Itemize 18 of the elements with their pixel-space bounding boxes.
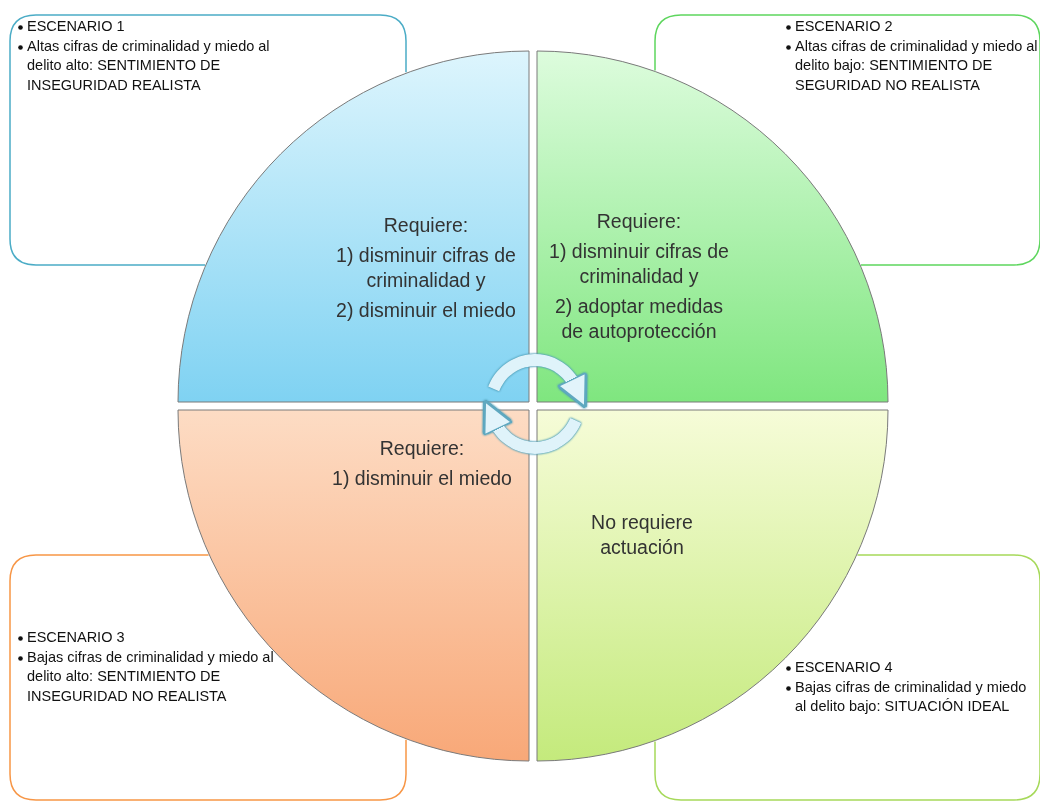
- requirement-text: Requiere:: [382, 213, 470, 238]
- scenario-text: ESCENARIO 2: [795, 18, 893, 34]
- requirement-text: Requiere:: [595, 209, 683, 234]
- requirement-text: 1) disminuir cifras de criminalidad y: [336, 243, 516, 293]
- scenario-text: Altas cifras de criminalidad y miedo al delito bajo: SENTIMIENTO DE SEGURIDAD NO REALISTA: [795, 37, 1038, 93]
- scenario-text: ESCENARIO 3: [27, 629, 125, 645]
- scenario-text: ESCENARIO 4: [795, 659, 893, 675]
- requirement-text: 1) disminuir el miedo: [332, 466, 512, 491]
- requirement-text: Requiere:: [378, 436, 466, 461]
- curved-arrow: [488, 354, 588, 409]
- scenario-text: Bajas cifras de criminalidad y miedo al delito bajo: SITUACIÓN IDEAL: [795, 678, 1027, 714]
- requirement-text: 1) disminuir cifras de criminalidad y: [549, 239, 729, 289]
- requirement-text: 2) disminuir el miedo: [336, 298, 516, 323]
- scenario-text: Altas cifras de criminalidad y miedo al delito alto: SENTIMIENTO DE INSEGURIDAD REALISTA: [27, 37, 270, 93]
- requirement-text: No requiere actuación: [590, 510, 694, 560]
- scenario-text: Bajas cifras de criminalidad y miedo al delito alto: SENTIMIENTO DE INSEGURIDAD NO REALISTA: [27, 648, 274, 704]
- requirement-text: 2) adoptar medidas de autoprotección: [554, 294, 724, 344]
- scenario-text: ESCENARIO 1: [27, 18, 125, 34]
